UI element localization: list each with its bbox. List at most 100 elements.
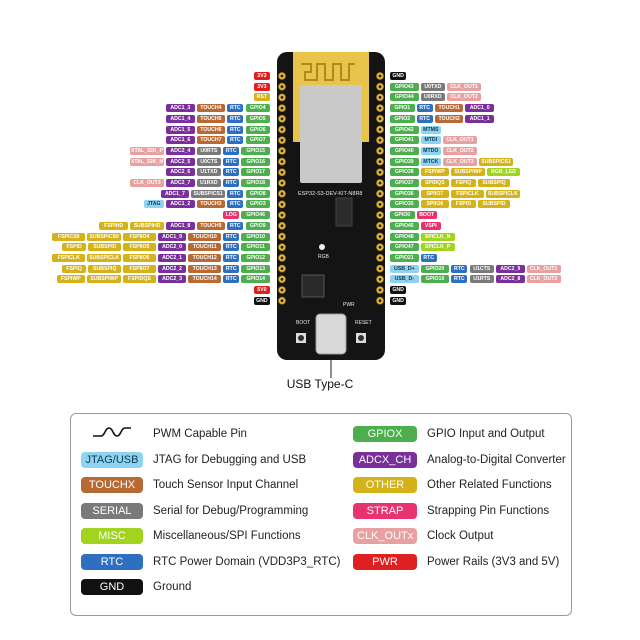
left-pin-label: TOUCH4 (196, 104, 226, 113)
pin-hole (378, 149, 382, 153)
left-pin-label: U1TXD (196, 168, 222, 177)
pin-hole (378, 117, 382, 121)
pin-hole (280, 160, 284, 164)
rgb-label: RGB (318, 254, 329, 260)
usb-type-c-caption: USB Type-C (286, 377, 354, 391)
legend-text-pwr: Power Rails (3V3 and 5V) (427, 555, 560, 568)
right-pin-label: RTC (451, 275, 468, 284)
right-pin-label: GND (390, 286, 407, 294)
left-pin-label: LOG (223, 211, 240, 220)
left-pin-label: GPIO17 (241, 168, 270, 177)
right-pin-label: CLK_OUT3 (443, 157, 477, 166)
right-pin-label: RTC (416, 104, 433, 113)
left-pin-label: RTC (223, 179, 240, 187)
left-pin-label: SUBSPICS1 (191, 189, 226, 198)
pin-hole (378, 160, 382, 164)
left-pin-label: GPIO8 (245, 189, 270, 198)
left-pin-label: TOUCH6 (196, 125, 226, 134)
left-pin-label: RTC (227, 221, 244, 230)
left-pin-label: 3V3 (253, 82, 270, 91)
left-pin-label: GPIO9 (245, 221, 270, 230)
left-pin-label: RTC (223, 146, 240, 155)
right-pin-label: GPIO19 (420, 275, 450, 284)
pin-hole (280, 128, 284, 131)
left-pin-label: ADC2_5 (166, 157, 195, 166)
left-pin-label: XTAL_32K_P (130, 146, 164, 155)
right-pin-label: GPIO43 (390, 82, 419, 91)
legend-text-pwm: PWM Capable Pin (153, 428, 247, 440)
right-pin-label: SPICLK_N (420, 232, 455, 241)
left-pin-label: FSPIIO5 (123, 243, 156, 252)
right-pin-label: SUBSPIQ (477, 179, 511, 187)
right-pin-label: MTCK (420, 157, 441, 166)
right-pin-label: GPIO41 (390, 136, 419, 145)
pwr-label: PWR (343, 302, 355, 308)
pin-hole (378, 170, 382, 174)
reset-button-cap (358, 335, 364, 341)
legend-chip-misc: MISC (81, 528, 143, 544)
left-pin-label: GPIO11 (241, 243, 270, 252)
left-pin-label: TOUCH12 (188, 253, 222, 262)
right-pin-label: GPIO42 (390, 125, 419, 134)
left-pin-label: ADC1_4 (166, 114, 195, 123)
pin-hole (280, 277, 284, 281)
boot-label: BOOT (296, 320, 311, 326)
left-pin-label: ADC2_2 (157, 264, 187, 273)
legend-chip-touch: TOUCHX (81, 477, 143, 493)
pin-hole (280, 96, 284, 99)
right-pin-label: RTC (416, 114, 433, 123)
pin-hole (378, 74, 382, 78)
pin-hole (378, 256, 382, 260)
pin-hole (378, 203, 382, 206)
right-pin-label: SPIIO6 (420, 200, 450, 209)
left-pin-label: TOUCH3 (196, 200, 226, 209)
pin-hole (378, 192, 382, 196)
pin-hole (378, 224, 382, 228)
legend-chip-gpio: GPIOX (353, 426, 417, 442)
usb-c-connector (315, 313, 347, 355)
legend-text-misc: Miscellaneous/SPI Functions (153, 530, 301, 542)
left-pin-label: RTC (227, 189, 244, 198)
left-pin-label: RTC (223, 232, 240, 241)
right-pin-label: MTMS (420, 125, 441, 134)
boot-button-cap (298, 335, 304, 341)
legend-chip-jtag: JTAG/USB (81, 451, 143, 468)
rgb-led (319, 244, 325, 250)
right-pin-label: RGB_LED (487, 168, 520, 177)
left-pin-label: ADC1_7 (160, 189, 190, 198)
left-pin-label: ADC1_2 (166, 200, 195, 209)
pin-hole (280, 224, 284, 228)
legend-chip-rtc: RTC (81, 553, 143, 570)
right-pin-label: CLK_OUT1 (447, 82, 482, 91)
left-pin-label: ADC2_7 (166, 179, 195, 187)
usb-chip (301, 274, 325, 298)
pin-hole (280, 299, 284, 303)
left-pin-label: ADC2_1 (157, 253, 187, 262)
right-pin-label: GPIO44 (390, 93, 419, 102)
right-pin-label: SPIDQS (420, 179, 450, 187)
right-pin-label: BOOT (416, 211, 437, 220)
legend-text-touch: Touch Sensor Input Channel (153, 479, 299, 491)
right-pin-label: SUBSPICS1 (479, 157, 513, 166)
legend-chip-adc: ADCX_CH (353, 451, 417, 468)
right-pin-label: MTDO (420, 146, 441, 155)
right-pin-label: FSPID (451, 200, 476, 209)
pin-hole (378, 235, 382, 238)
left-pin-label: FSPIIO7 (123, 264, 156, 273)
left-pin-label: XTAL_32K_N (130, 157, 164, 166)
chip-small (335, 197, 353, 227)
right-pin-label: GPIO38 (390, 168, 419, 177)
left-pin-label: TOUCH7 (196, 136, 226, 145)
right-pin-label: GPIO36 (390, 189, 419, 198)
legend-text-adc: Analog-to-Digital Converter (427, 453, 566, 466)
left-pin-label: RTC (223, 253, 240, 262)
left-pin-label: GPIO14 (241, 275, 270, 284)
left-pin-label: TOUCH5 (196, 114, 226, 123)
right-pin-label: SPICLK_P (420, 243, 455, 252)
right-pin-label: TOUCH2 (434, 114, 464, 123)
left-pin-label: GPIO10 (241, 232, 270, 241)
left-pin-label: GPIO3 (245, 200, 270, 209)
left-pin-label: FSPICS0 (52, 232, 86, 241)
module-label: ESP32-S3-DEV-KIT-N8R8 (298, 191, 363, 197)
